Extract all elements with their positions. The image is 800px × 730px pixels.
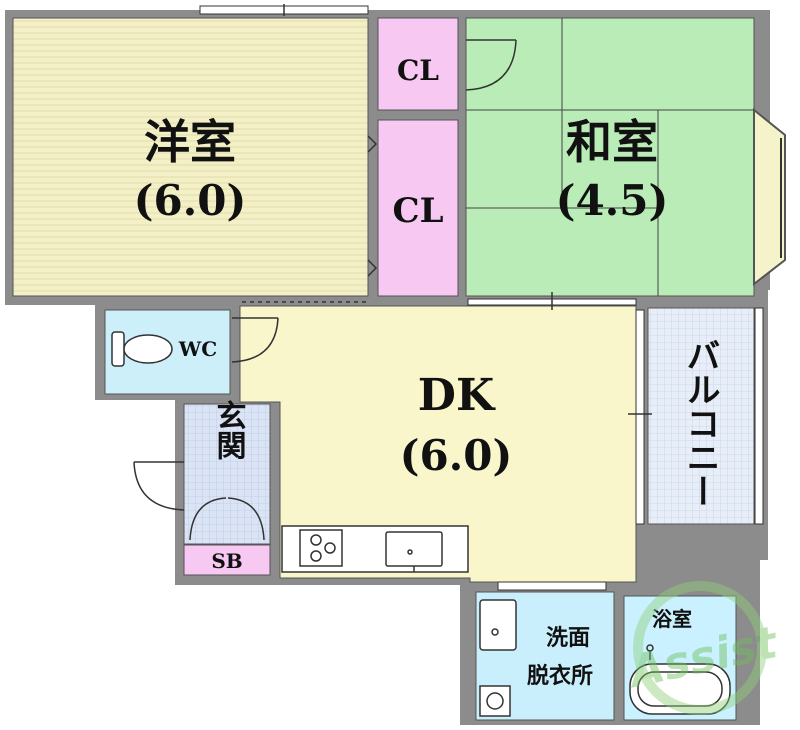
washroom-label-line1: 洗面 bbox=[546, 625, 590, 651]
toilet-icon bbox=[111, 331, 173, 367]
closet-top-label: CL bbox=[397, 54, 439, 87]
dk-room-size: (6.0) bbox=[400, 431, 513, 480]
stove-icon bbox=[299, 529, 343, 567]
washroom-window bbox=[497, 581, 607, 591]
japanese-room bbox=[465, 17, 755, 297]
doors bbox=[133, 39, 517, 541]
balcony bbox=[647, 307, 755, 525]
japanese-room-size: (4.5) bbox=[556, 176, 669, 225]
kitchen-counter bbox=[281, 525, 469, 573]
bathroom-label: 浴室 bbox=[652, 607, 692, 631]
bay-window bbox=[753, 107, 786, 287]
washroom-label-line2: 脱衣所 bbox=[527, 663, 593, 689]
balcony-label: バルコニー bbox=[680, 338, 720, 508]
closet-middle bbox=[377, 119, 459, 297]
dk-room-name: DK bbox=[418, 370, 496, 421]
wc-label: WC bbox=[178, 337, 217, 361]
washing-machine-icon bbox=[479, 685, 511, 717]
washbasin-icon bbox=[479, 599, 517, 651]
bathtub-icon bbox=[629, 663, 731, 715]
faucet-icon bbox=[646, 644, 654, 660]
balcony-railing bbox=[754, 307, 764, 525]
shoebox bbox=[183, 544, 271, 576]
closet-top bbox=[377, 17, 459, 111]
shoebox-label: SB bbox=[211, 549, 242, 573]
sink-icon bbox=[385, 531, 443, 572]
closet-middle-label: CL bbox=[393, 191, 444, 231]
western-room-size: (6.0) bbox=[134, 176, 247, 225]
western-room-name: 洋室 bbox=[144, 115, 236, 169]
entrance bbox=[183, 403, 271, 545]
western-room bbox=[12, 17, 369, 297]
japanese-room-name: 和室 bbox=[566, 115, 658, 169]
tatami-lines bbox=[466, 18, 754, 296]
dk-balcony-window bbox=[635, 309, 645, 525]
entrance-label: 玄関 bbox=[211, 399, 246, 460]
